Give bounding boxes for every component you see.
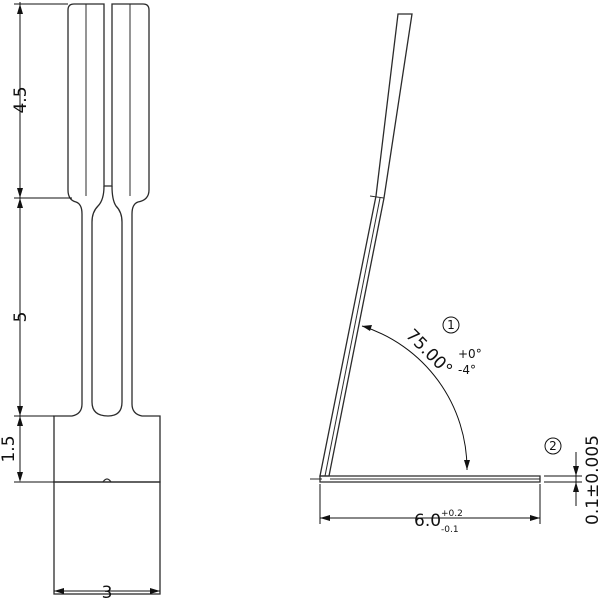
callout-2-label: 2 <box>549 439 557 453</box>
thickness-arrow <box>573 466 579 476</box>
front-slot <box>91 185 123 417</box>
front-base-notch <box>102 478 112 483</box>
side-base-strip <box>319 475 541 483</box>
angle-tol-upper: +0° <box>458 347 482 361</box>
side-blade <box>319 13 413 477</box>
dim-label-5: 5 <box>11 312 31 323</box>
front-arrow <box>17 198 23 208</box>
front-view: 4.5 5 1.5 3 <box>0 2 161 600</box>
angle-annotation: 75.00° <box>401 325 456 380</box>
thickness-arrow <box>573 482 579 492</box>
angle-value: 75.00° <box>401 325 456 380</box>
front-arrow <box>17 188 23 198</box>
dim-label-1-5: 1.5 <box>0 435 19 462</box>
callout-1-label: 1 <box>447 318 455 332</box>
front-arrow <box>54 588 64 594</box>
callout-1-circle <box>442 316 460 334</box>
front-arrow <box>150 588 160 594</box>
front-base-plate <box>53 481 161 595</box>
dim-label-4-5: 4.5 <box>11 86 31 113</box>
front-arrow <box>17 406 23 416</box>
angle-arc <box>361 325 468 471</box>
length-tol-upper: +0.2 <box>441 509 463 519</box>
dim-label-3: 3 <box>102 583 113 600</box>
side-blade-step <box>369 195 385 199</box>
callout-2-circle <box>544 437 562 455</box>
side-blade-inner <box>324 197 381 477</box>
length-arrow <box>530 515 540 521</box>
thickness-label: 0.1±0.005 <box>583 435 600 525</box>
angle-arrow <box>362 325 372 331</box>
side-view: 1 75.00° +0° -4° 2 0.1±0.005 6.0 +0.2 -0… <box>310 13 600 535</box>
front-part-outline <box>53 3 161 483</box>
length-tol-lower: -0.1 <box>441 525 459 535</box>
front-arrow <box>17 472 23 482</box>
angle-tol-lower: -4° <box>458 363 476 377</box>
front-arrow <box>17 416 23 426</box>
angle-arrow <box>464 460 470 470</box>
length-arrow <box>320 515 330 521</box>
front-arrow <box>17 4 23 14</box>
length-value: 6.0 <box>414 511 441 531</box>
